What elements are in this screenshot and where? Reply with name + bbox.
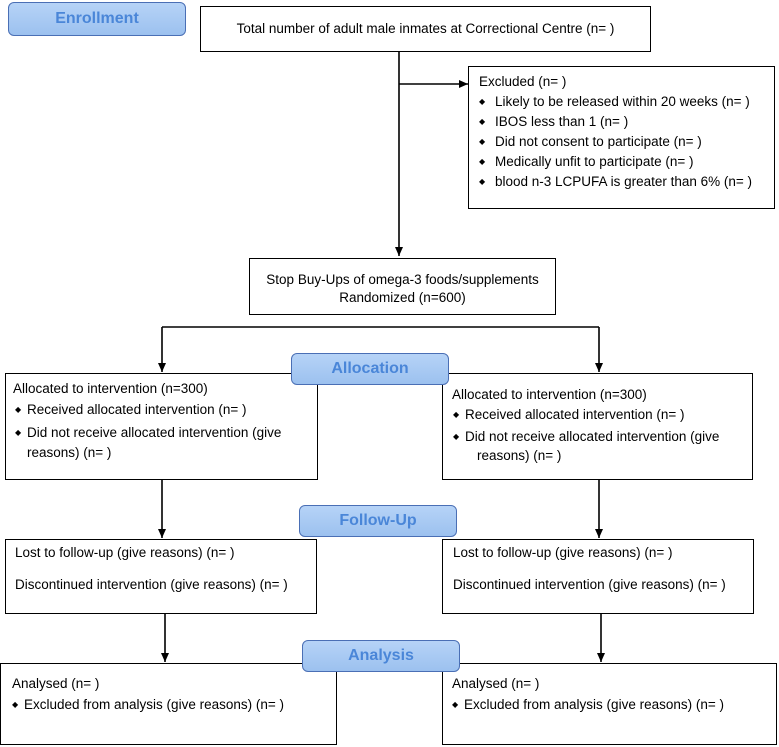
bullet-icon: ◆	[453, 410, 460, 419]
excluded-item-consent: Did not consent to participate (n= )	[495, 134, 702, 149]
excluded-item-lcpufa: blood n-3 LCPUFA is greater than 6% (n= …	[495, 174, 753, 189]
left-not-received-text: Did not receive allocated intervention (…	[27, 425, 282, 440]
excluded-title: Excluded (n= )	[479, 74, 567, 89]
stage-followup-label: Follow-Up	[299, 505, 457, 537]
randomized-line-1: Stop Buy-Ups of omega-3 foods/supplement…	[266, 272, 539, 287]
right-discontinued-text: Discontinued intervention (give reasons)…	[453, 577, 726, 592]
left-excluded-analysis-text: Excluded from analysis (give reasons) (n…	[24, 697, 284, 712]
right-not-received-text-cont: reasons) (n= )	[477, 448, 562, 463]
left-received-text: Received allocated intervention (n= )	[27, 402, 247, 417]
bullet-icon: ◆	[479, 177, 486, 186]
excluded-box: Excluded (n= ) ◆ Likely to be released w…	[468, 66, 775, 209]
randomized-line-2: Randomized (n=600)	[339, 290, 466, 305]
right-analysed-text: Analysed (n= )	[452, 676, 540, 691]
left-not-received-text-cont: reasons) (n= )	[27, 445, 112, 460]
excluded-item-ibos: IBOS less than 1 (n= )	[495, 114, 629, 129]
excluded-item-release: Likely to be released within 20 weeks (n…	[495, 94, 750, 109]
bullet-icon: ◆	[15, 428, 22, 437]
randomized-box: Stop Buy-Ups of omega-3 foods/supplement…	[249, 258, 556, 315]
left-lost-text: Lost to follow-up (give reasons) (n= )	[15, 545, 235, 560]
right-lost-text: Lost to follow-up (give reasons) (n= )	[453, 545, 673, 560]
stage-allocation-label: Allocation	[291, 353, 449, 385]
left-analysis-box: Analysed (n= ) ◆ Excluded from analysis …	[0, 663, 337, 745]
bullet-icon: ◆	[479, 117, 486, 126]
left-allocated-text: Allocated to intervention (n=300)	[13, 381, 208, 396]
bullet-icon: ◆	[12, 700, 19, 709]
bullet-icon: ◆	[479, 97, 486, 106]
right-analysis-box: Analysed (n= ) ◆ Excluded from analysis …	[442, 663, 777, 745]
right-received-text: Received allocated intervention (n= )	[465, 407, 685, 422]
bullet-icon: ◆	[479, 137, 486, 146]
left-discontinued-text: Discontinued intervention (give reasons)…	[15, 577, 288, 592]
bullet-icon: ◆	[452, 700, 459, 709]
right-allocation-box: Allocated to intervention (n=300) ◆ Rece…	[442, 373, 753, 480]
right-allocated-text: Allocated to intervention (n=300)	[452, 387, 647, 402]
left-allocation-box: Allocated to intervention (n=300) ◆ Rece…	[5, 373, 318, 480]
total-inmates-box: Total number of adult male inmates at Co…	[200, 6, 651, 52]
right-followup-box: Lost to follow-up (give reasons) (n= ) D…	[442, 539, 754, 614]
left-analysed-text: Analysed (n= )	[12, 676, 100, 691]
total-inmates-text: Total number of adult male inmates at Co…	[236, 21, 615, 36]
bullet-icon: ◆	[15, 405, 22, 414]
stage-enrollment-label: Enrollment	[8, 2, 186, 36]
left-followup-box: Lost to follow-up (give reasons) (n= ) D…	[5, 539, 317, 614]
right-not-received-text: Did not receive allocated intervention (…	[465, 429, 720, 444]
excluded-item-unfit: Medically unfit to participate (n= )	[495, 154, 694, 169]
bullet-icon: ◆	[479, 157, 486, 166]
stage-analysis-label: Analysis	[302, 640, 460, 672]
bullet-icon: ◆	[453, 432, 460, 441]
right-excluded-analysis-text: Excluded from analysis (give reasons) (n…	[464, 697, 724, 712]
